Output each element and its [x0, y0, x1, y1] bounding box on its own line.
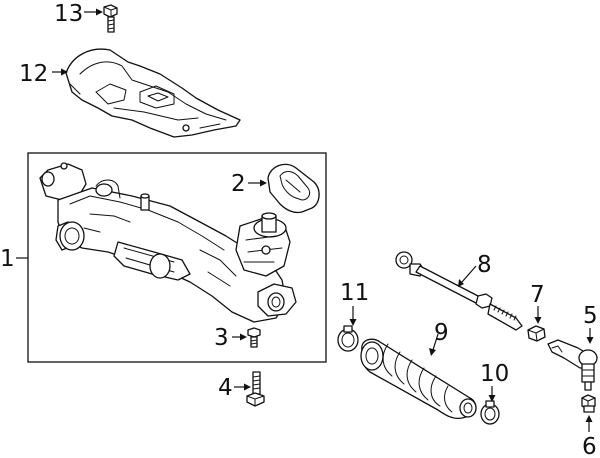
- callout-3: 3: [214, 325, 229, 351]
- callout-8: 8: [477, 252, 492, 278]
- callout-5: 5: [583, 303, 598, 329]
- callout-1: 1: [0, 246, 15, 272]
- callout-12: 12: [19, 61, 48, 87]
- part-9-boot: [360, 338, 477, 420]
- callout-6: 6: [582, 434, 597, 458]
- part-10-clamp: [480, 400, 500, 425]
- callout-7: 7: [530, 282, 545, 308]
- part-8-inner-tie-rod: [395, 251, 523, 331]
- leader-lines: [16, 8, 594, 432]
- callout-2: 2: [231, 171, 246, 197]
- part-13-bolt: [103, 4, 118, 33]
- part-1-steering-gear: [39, 162, 297, 323]
- part-3-bolt: [247, 327, 261, 348]
- callout-4: 4: [218, 375, 233, 401]
- callout-9: 9: [434, 320, 449, 346]
- part-12-heat-shield: [65, 48, 241, 138]
- callout-11: 11: [340, 280, 369, 306]
- part-11-clamp: [337, 325, 359, 352]
- part-2-mount-bushing: [267, 163, 320, 214]
- part-6-nut: [581, 394, 596, 413]
- part-7-jam-nut: [527, 325, 546, 342]
- callout-13: 13: [54, 1, 83, 27]
- callout-10: 10: [480, 361, 509, 387]
- part-5-outer-tie-rod-end: [547, 339, 598, 391]
- part-4-bolt: [246, 371, 265, 407]
